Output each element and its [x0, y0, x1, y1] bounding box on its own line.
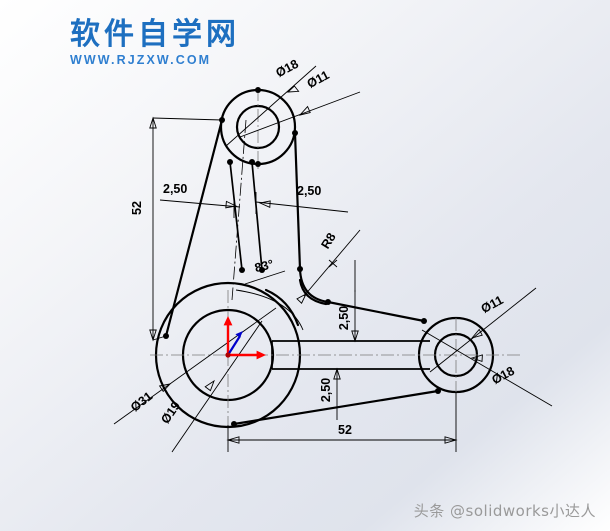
fillet-r8 — [298, 278, 328, 306]
dim-text-dia-top-outer: Ø18 — [273, 57, 300, 80]
dim-text-arm-250-lower: 2,50 — [319, 378, 333, 402]
dim-arm-250-upper — [322, 260, 386, 343]
dim-dia-right-11 — [429, 287, 537, 373]
dim-text-len-left-52: 52 — [130, 201, 144, 215]
fillet-hub-upper — [264, 288, 300, 327]
dim-angle-83 — [235, 270, 304, 331]
dim-text-dia-hub-inner: Ø19 — [158, 399, 183, 426]
watermark-credit: 头条 @solidworks小达人 — [413, 502, 596, 520]
dim-text-width-right-250: 2,50 — [297, 184, 321, 198]
dim-text-radius-r8: R8 — [318, 230, 338, 251]
origin-triad — [223, 316, 266, 360]
dim-text-dia-right-inner: Ø11 — [479, 293, 506, 316]
dim-text-arm-250-upper: 2,50 — [337, 306, 351, 330]
dim-dia-top-18 — [225, 65, 317, 147]
dim-dia-hub-31 — [113, 307, 277, 425]
outline-upper-right-arm — [293, 131, 426, 323]
dim-dia-hub-19 — [171, 320, 263, 453]
dim-rib-right-250 — [255, 192, 349, 214]
dim-dia-right-18 — [421, 329, 553, 407]
outline-bottom-arm — [232, 389, 440, 426]
outline-left-arm — [164, 118, 224, 338]
watermark-logo: 软件自学网 WWW.RJZXW.COM — [70, 18, 240, 68]
dim-text-len-bottom-52: 52 — [338, 423, 352, 437]
dim-arm-250-lower — [304, 367, 368, 420]
dim-text-dia-right-outer: Ø18 — [489, 364, 516, 387]
watermark-logo-text: 软件自学网 — [70, 17, 240, 52]
dim-text-angle-83: 83° — [253, 257, 275, 275]
rib-upper-arm — [229, 161, 263, 271]
sketch-vertices — [163, 87, 441, 427]
dim-bottom-52 — [226, 392, 458, 452]
dim-radius-r8 — [296, 229, 361, 304]
watermark-logo-url: WWW.RJZXW.COM — [70, 53, 212, 67]
dimension-text-group: Ø18 Ø11 52 2,50 2,50 83° R8 2,50 2,50 Ø1… — [128, 57, 517, 437]
dim-dia-top-11 — [239, 91, 361, 138]
dim-text-dia-top-inner: Ø11 — [305, 68, 332, 91]
dim-left-52 — [149, 116, 223, 342]
dim-text-width-left-250: 2,50 — [163, 182, 187, 196]
dim-rib-left-250 — [159, 196, 241, 218]
